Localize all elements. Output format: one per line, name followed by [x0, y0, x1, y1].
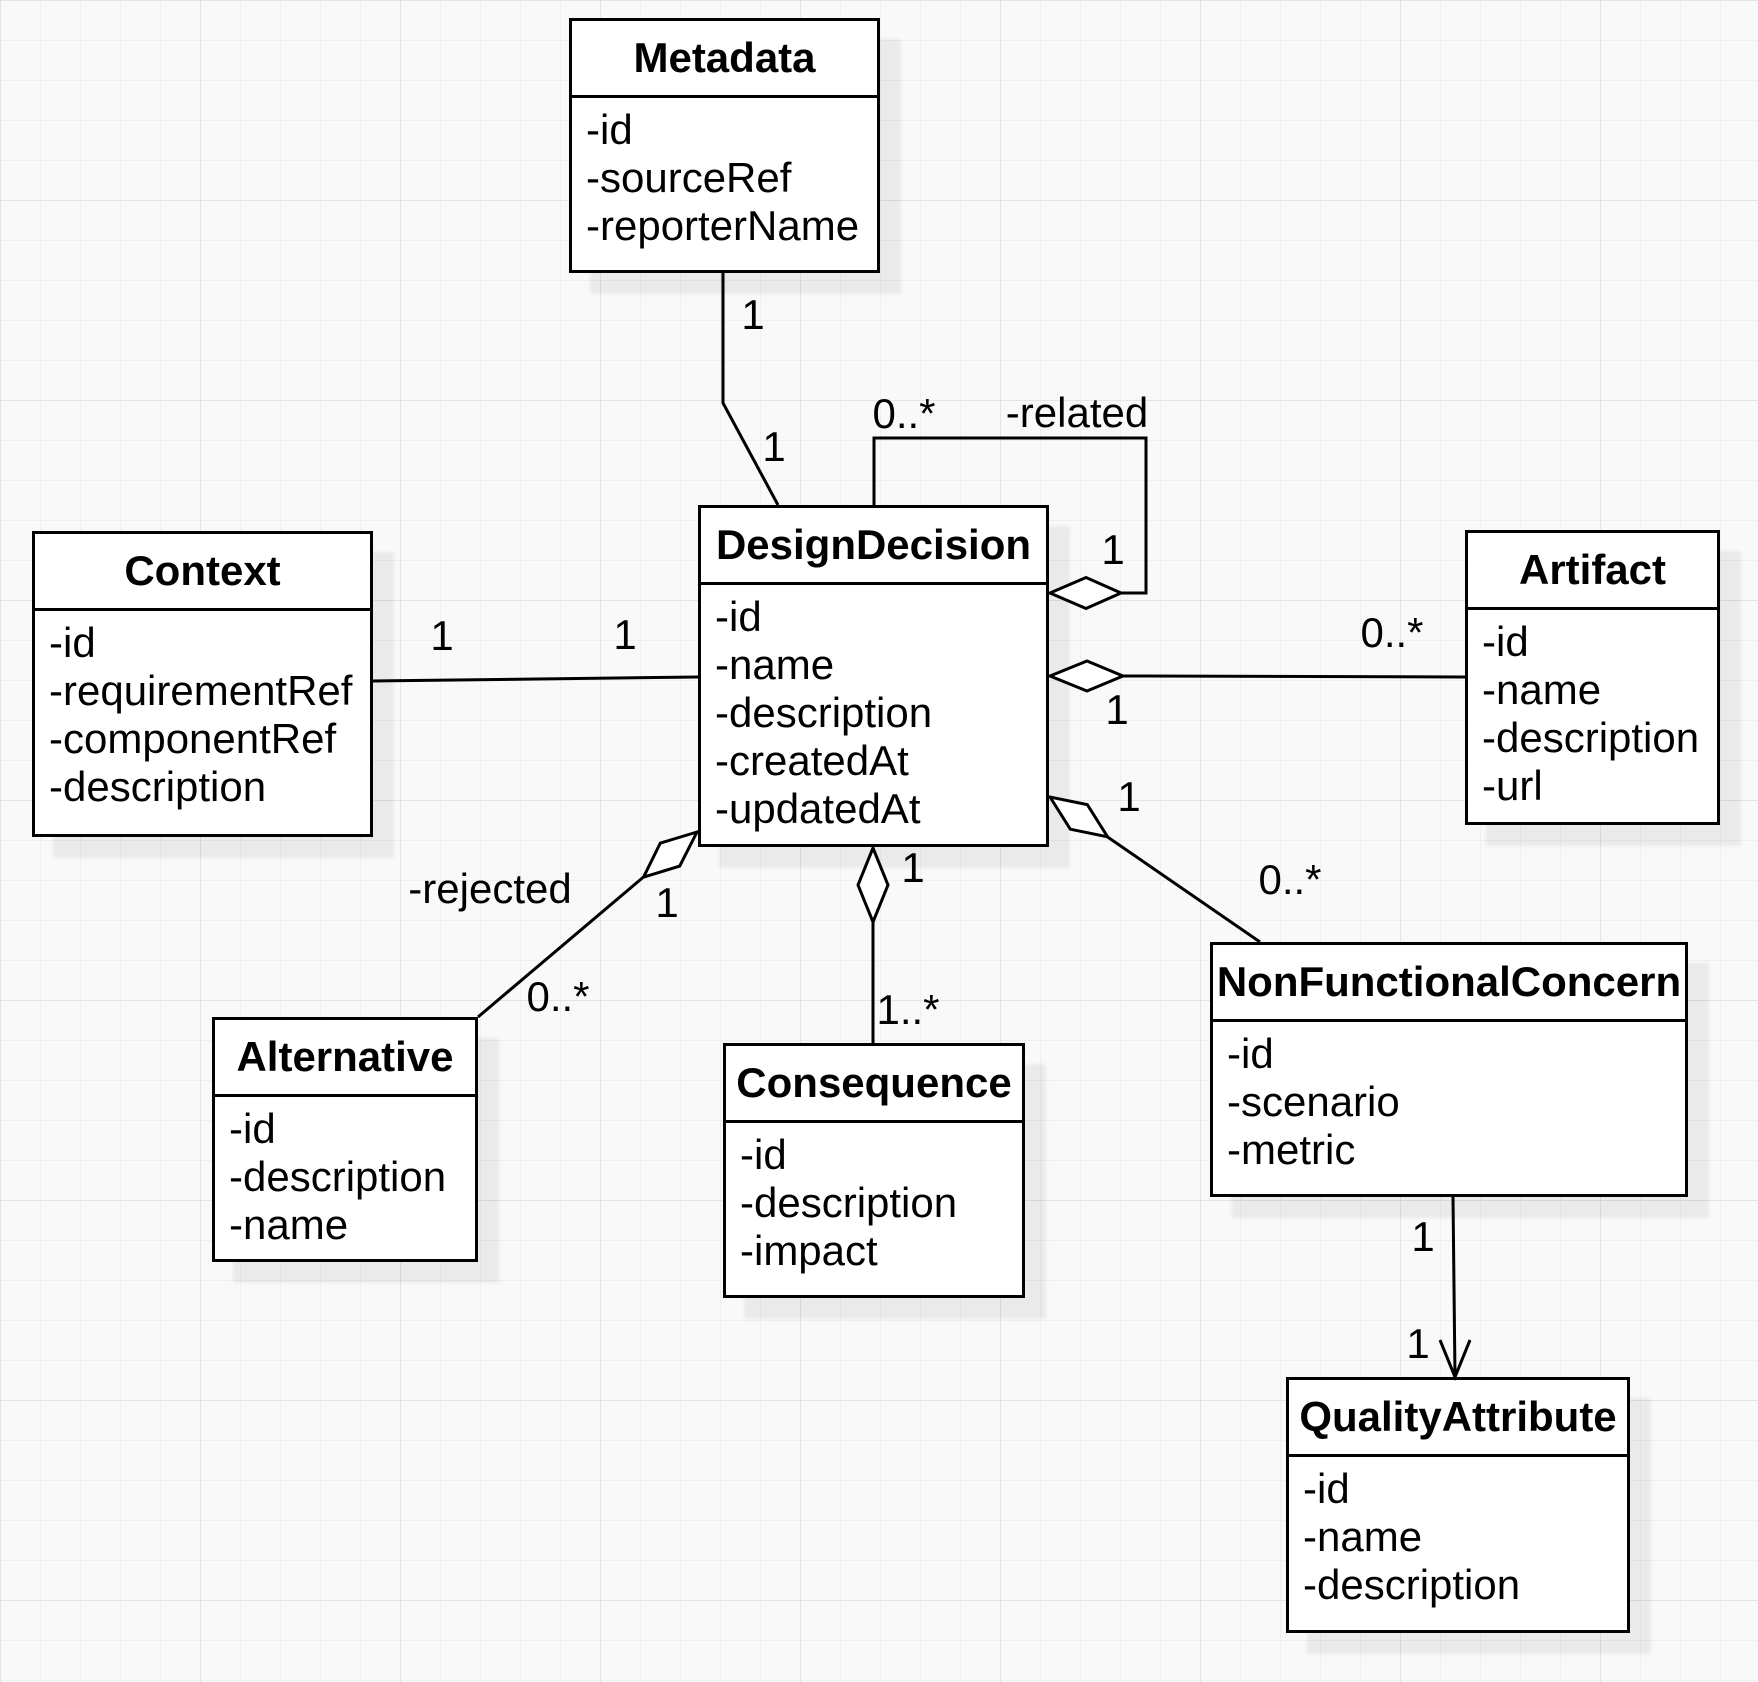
mult-nfc-source: 1 [1117, 773, 1141, 820]
attribute: -description [1303, 1561, 1521, 1608]
class-artifact-title: Artifact [1468, 533, 1717, 610]
attribute: -reporterName [586, 202, 860, 249]
attribute: -id [1303, 1465, 1350, 1512]
class-consequence-title: Consequence [726, 1046, 1022, 1123]
edge-designdecision-alternative [477, 875, 645, 1019]
edge-context-designdecision [372, 675, 699, 683]
attribute: -description [715, 689, 933, 736]
aggregation-diamond-consequence [856, 844, 890, 926]
class-metadata-title: Metadata [572, 21, 877, 98]
attribute: -id [229, 1105, 276, 1152]
class-metadata[interactable]: Metadata -id -sourceRef -reporterName [569, 18, 880, 273]
mult-designdecision-side: 1 [762, 423, 786, 470]
attribute: -createdAt [715, 737, 909, 784]
attribute: -metric [1227, 1126, 1356, 1173]
mult-alternative-target: 0..* [526, 973, 590, 1020]
mult-designdecision-ctx: 1 [613, 611, 637, 658]
class-alternative-attributes: -id -description -name [215, 1097, 475, 1249]
class-designdecision-title: DesignDecision [701, 508, 1046, 585]
class-alternative-title: Alternative [215, 1020, 475, 1097]
mult-related-many: 0..* [872, 390, 936, 437]
attribute: -componentRef [49, 715, 337, 762]
class-context-title: Context [35, 534, 370, 611]
aggregation-diamond-self-related [1046, 575, 1125, 611]
class-alternative[interactable]: Alternative -id -description -name [212, 1017, 478, 1262]
attribute: -description [1482, 714, 1700, 761]
class-artifact-attributes: -id -name -description -url [1468, 610, 1717, 810]
attribute: -requirementRef [49, 667, 353, 714]
attribute: -name [715, 641, 835, 688]
attribute: -id [715, 593, 762, 640]
class-designdecision[interactable]: DesignDecision -id -name -description -c… [698, 505, 1049, 847]
class-qualityattribute-title: QualityAttribute [1289, 1380, 1627, 1457]
attribute: -id [586, 106, 633, 153]
mult-metadata-side: 1 [741, 291, 765, 338]
class-consequence[interactable]: Consequence -id -description -impact [723, 1043, 1025, 1298]
attribute: -id [1227, 1030, 1274, 1077]
mult-qualityattr-source: 1 [1411, 1213, 1435, 1260]
attribute: -url [1482, 762, 1543, 809]
class-qualityattribute[interactable]: QualityAttribute -id -name -description [1286, 1377, 1630, 1633]
class-nonfunctionalconcern-title: NonFunctionalConcern [1213, 945, 1685, 1022]
mult-nfc-target: 0..* [1258, 856, 1322, 903]
edge-designdecision-artifact [1122, 674, 1466, 679]
role-label-rejected: -rejected [408, 865, 572, 912]
attribute: -impact [740, 1227, 878, 1274]
mult-consequence-source: 1 [901, 844, 925, 891]
class-nonfunctionalconcern[interactable]: NonFunctionalConcern -id -scenario -metr… [1210, 942, 1688, 1197]
mult-qualityattr-target: 1 [1406, 1320, 1430, 1367]
attribute: -description [229, 1153, 447, 1200]
mult-alternative-source: 1 [655, 879, 679, 926]
attribute: -name [1482, 666, 1602, 713]
edge-metadata-designdecision [721, 273, 780, 506]
mult-context-side: 1 [430, 612, 454, 659]
attribute: -id [1482, 618, 1529, 665]
aggregation-diamond-alternative [640, 829, 700, 880]
mult-artifact-target: 0..* [1360, 609, 1424, 656]
mult-related-one: 1 [1101, 526, 1125, 573]
role-label-related: -related [1005, 389, 1149, 436]
class-nonfunctionalconcern-attributes: -id -scenario -metric [1213, 1022, 1685, 1174]
mult-artifact-source: 1 [1105, 686, 1129, 733]
mult-consequence-target: 1..* [876, 986, 940, 1033]
attribute: -name [1303, 1513, 1423, 1560]
class-consequence-attributes: -id -description -impact [726, 1123, 1022, 1275]
attribute: -description [740, 1179, 958, 1226]
aggregation-diamond-nonfunctionalconcern [1046, 794, 1111, 839]
class-metadata-attributes: -id -sourceRef -reporterName [572, 98, 877, 250]
attribute: -id [49, 619, 96, 666]
class-artifact[interactable]: Artifact -id -name -description -url [1465, 530, 1720, 825]
attribute: -scenario [1227, 1078, 1400, 1125]
attribute: -id [740, 1131, 787, 1178]
attribute: -updatedAt [715, 785, 921, 832]
class-context[interactable]: Context -id -requirementRef -componentRe… [32, 531, 373, 837]
attribute: -sourceRef [586, 154, 792, 201]
class-context-attributes: -id -requirementRef -componentRef -descr… [35, 611, 370, 811]
attribute: -name [229, 1201, 349, 1248]
open-arrowhead-icon [1438, 1339, 1472, 1381]
aggregation-diamond-artifact [1046, 659, 1127, 693]
attribute: -description [49, 763, 267, 810]
edge-designdecision-nonfunctionalconcern [1106, 835, 1261, 944]
class-qualityattribute-attributes: -id -name -description [1289, 1457, 1627, 1609]
class-designdecision-attributes: -id -name -description -createdAt -updat… [701, 585, 1046, 833]
edge-nonfunctionalconcern-qualityattribute [1451, 1196, 1457, 1378]
